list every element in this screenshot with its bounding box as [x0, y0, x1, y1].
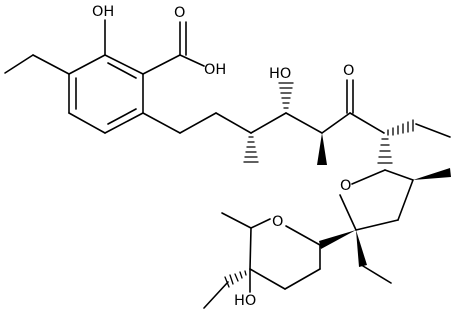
thf-o-label: O: [340, 178, 351, 194]
acid-oh-label: OH: [204, 62, 226, 78]
phenol-oh-label: OH: [92, 4, 114, 20]
secondary-oh-label: HO: [269, 66, 291, 82]
hashed-methyl-1: [243, 136, 259, 163]
thp-o-label: O: [272, 214, 283, 230]
ketone-group: [346, 79, 354, 114]
ketone-o-label: O: [343, 63, 354, 79]
hashed-oh-bond: [278, 82, 294, 109]
thp-ethyl-group: [203, 270, 247, 309]
wedge-methyl-thf: [413, 168, 451, 180]
hashed-ethyl-top: [387, 119, 451, 138]
main-chain: [142, 112, 385, 134]
wedge-methyl-2: [317, 133, 327, 165]
thp-methyl-bond: [221, 212, 252, 229]
tetrahydrofuran-ring: [339, 169, 414, 231]
ring-ethyl-group: [4, 54, 70, 75]
acid-carbonyl-o-label: O: [174, 5, 185, 21]
carboxylic-acid-group: [142, 21, 205, 75]
tertiary-oh-label: HO: [234, 293, 256, 309]
thf-ethyl-group: [356, 230, 392, 284]
benzene-ring: [68, 54, 144, 134]
tetrahydropyran-ring: [249, 218, 321, 290]
wedge-bond-thf-thp: [319, 230, 356, 249]
hashed-bond-to-thf: [377, 138, 393, 164]
